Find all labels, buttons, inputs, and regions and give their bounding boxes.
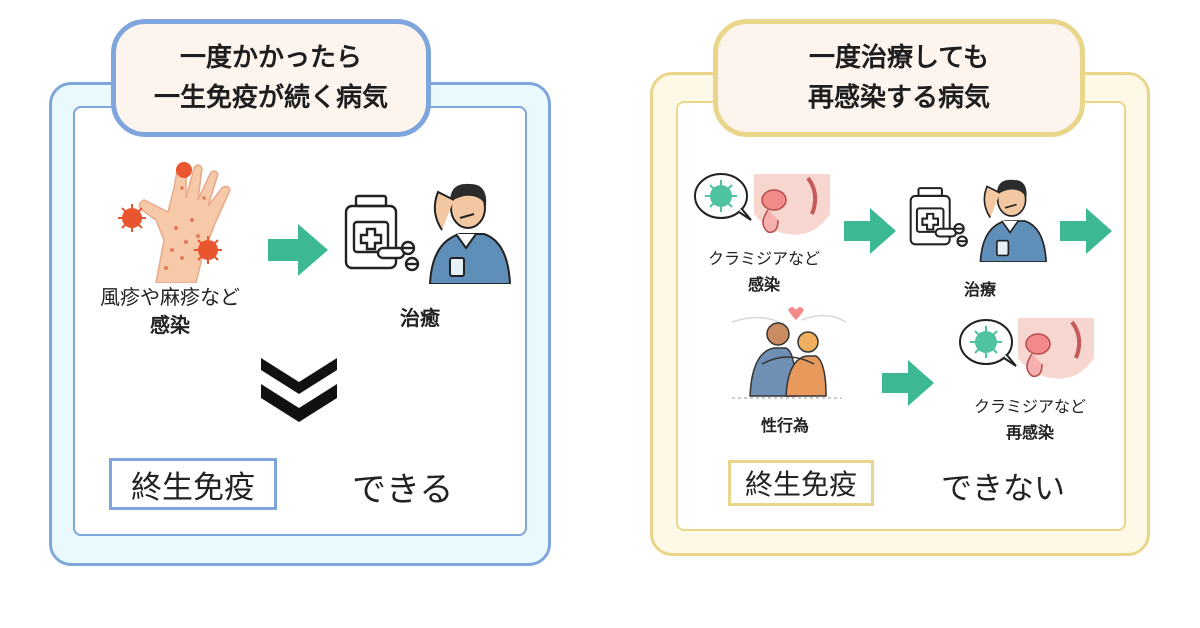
- left-result-box: 終生免疫: [109, 458, 277, 510]
- right-title-line2: 再感染する病気: [807, 83, 990, 113]
- left-title-line2: 一生免疫が続く病気: [153, 83, 388, 113]
- left-title: 一度かかったら 一生免疫が続く病気: [111, 19, 431, 137]
- right-panel-inner: [676, 101, 1126, 531]
- left-title-line1: 一度かかったら: [179, 43, 362, 73]
- rash-hand-icon: [116, 158, 246, 284]
- sick-man-icon: [420, 172, 512, 288]
- step1-label-line2: 感染: [747, 275, 780, 294]
- virus-bubble-icon: [958, 318, 1018, 372]
- virus-bubble-icon: [693, 172, 753, 226]
- left-result-text: できる: [352, 470, 454, 510]
- right-title: 一度治療しても 再感染する病気: [713, 19, 1085, 137]
- step1-label: クラミジアなど 感染: [694, 246, 834, 298]
- medicine-icon: [906, 184, 970, 254]
- arrow-right-icon: [882, 360, 934, 406]
- step4-label-line1: クラミジアなど: [973, 397, 1086, 416]
- infection-label-line2: 感染: [150, 313, 190, 337]
- anatomy-icon: [748, 174, 830, 242]
- sick-man-icon: [972, 170, 1048, 266]
- couple-icon: [722, 302, 850, 406]
- medicine-icon: [340, 192, 422, 278]
- arrow-right-icon: [1060, 208, 1112, 254]
- step3-label: 性行為: [760, 416, 809, 435]
- right-result-box: 終生免疫: [728, 460, 874, 506]
- arrow-right-icon: [844, 208, 896, 254]
- anatomy-icon: [1012, 318, 1094, 386]
- right-result-text: できない: [941, 471, 1065, 507]
- treatment-label: 治癒: [400, 306, 440, 330]
- step2-label: 治療: [963, 280, 996, 299]
- infection-label: 風疹や麻疹など 感染: [80, 283, 260, 339]
- double-chevron-down-icon: [261, 358, 337, 428]
- infection-label-line1: 風疹や麻疹など: [100, 285, 240, 309]
- arrow-right-icon: [268, 224, 328, 276]
- step4-label-line2: 再感染: [1005, 423, 1054, 442]
- step1-label-line1: クラミジアなど: [707, 249, 820, 268]
- right-title-line1: 一度治療しても: [809, 43, 989, 73]
- step4-label: クラミジアなど 再感染: [960, 394, 1100, 446]
